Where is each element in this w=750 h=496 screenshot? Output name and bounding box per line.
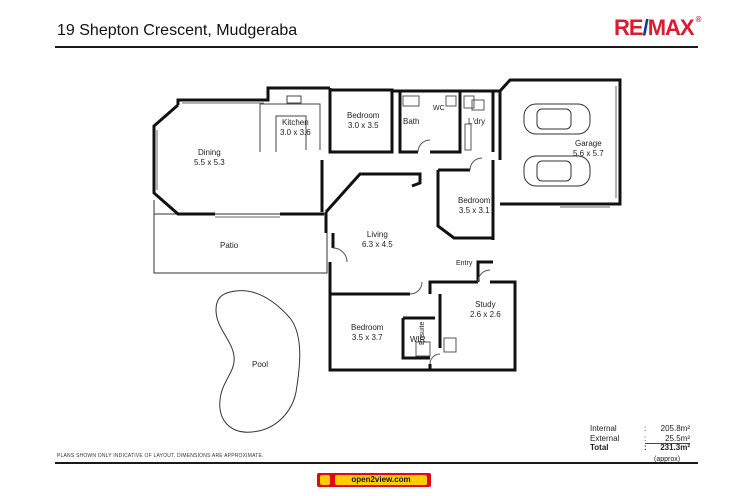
bathroom-fixtures: [402, 95, 485, 357]
room-bedroom-top: Bedroom 3.0 x 3.5: [347, 111, 379, 131]
area-external-value: 25.5m²: [665, 433, 690, 443]
area-external-label: External: [590, 433, 620, 443]
header-divider: [55, 46, 698, 48]
garage-windows: [560, 86, 617, 208]
entry-name: Entry: [456, 260, 473, 267]
remax-logo: RE/MAX®: [614, 15, 702, 41]
area-total-rule: [645, 443, 690, 444]
area-internal-sep: :: [644, 424, 647, 433]
room-patio: Patio: [220, 241, 238, 251]
garage-cars: [523, 103, 591, 187]
room-bedroom-bottom: Bedroom 3.5 x 3.7: [351, 323, 383, 343]
room-pool: Pool: [252, 360, 268, 370]
kitchen-bench: [259, 95, 321, 152]
bedroom-bottom-name: Bedroom: [351, 323, 384, 332]
logo-registered-mark: ®: [695, 15, 702, 24]
dining-windows: [156, 102, 280, 218]
open2view-logo-icon: [320, 475, 330, 485]
laundry-name: L'dry: [468, 117, 486, 126]
garage-name: Garage: [575, 139, 602, 148]
wir-name: WIR: [410, 335, 426, 344]
room-ensuite: Ensuite: [418, 322, 428, 345]
living-name: Living: [366, 230, 388, 239]
wc-name: WC: [433, 105, 445, 112]
living-dims: 6.3 x 4.5: [362, 240, 393, 249]
header: 19 Shepton Crescent, Mudgeraba RE/MAX®: [0, 0, 750, 48]
patio-outline: [153, 200, 328, 274]
study-dims: 2.6 x 2.6: [470, 310, 501, 319]
pool-name: Pool: [252, 360, 269, 369]
room-bath: Bath: [403, 117, 419, 127]
room-laundry: L'dry: [468, 117, 485, 127]
patio-name: Patio: [220, 241, 239, 250]
door-swings: [332, 139, 491, 365]
bedroom-mid-dims: 3.5 x 3.1: [458, 206, 490, 215]
room-garage: Garage 5.6 x 5.7: [573, 139, 604, 159]
bedroom-mid-name: Bedroom: [458, 196, 491, 205]
property-address: 19 Shepton Crescent, Mudgeraba: [57, 22, 298, 39]
bedroom-top-dims: 3.0 x 3.5: [347, 121, 379, 130]
room-kitchen: Kitchen 3.0 x 3.6: [280, 118, 311, 138]
dining-dims: 5.5 x 5.3: [194, 158, 225, 167]
area-external: External : 25.5m²: [590, 434, 690, 444]
bath-name: Bath: [403, 117, 420, 126]
area-internal: Internal : 205.8m²: [590, 424, 690, 434]
kitchen-name: Kitchen: [282, 118, 309, 127]
logo-max: MAX: [647, 15, 695, 40]
disclaimer-text: PLANS SHOWN ONLY INDICATIVE OF LAYOUT. D…: [57, 453, 264, 459]
area-total: Total : 231.3m²: [590, 443, 690, 453]
study-name: Study: [475, 300, 496, 309]
pool-outline: [215, 290, 301, 433]
room-study: Study 2.6 x 2.6: [470, 300, 501, 320]
area-internal-label: Internal: [590, 424, 617, 433]
room-dining: Dining 5.5 x 5.3: [194, 148, 225, 168]
area-total-value: 231.3m²: [660, 443, 690, 452]
footer-divider: [55, 462, 698, 464]
kitchen-dims: 3.0 x 3.6: [280, 128, 311, 137]
dining-name: Dining: [198, 148, 221, 157]
area-total-sep: :: [644, 443, 647, 452]
room-bedroom-mid: Bedroom 3.5 x 3.1: [458, 196, 490, 216]
room-wir: WIR: [410, 335, 426, 345]
bedroom-bottom-dims: 3.5 x 3.7: [351, 333, 383, 342]
ensuite-name: Ensuite: [419, 321, 426, 345]
room-wc: WC: [433, 104, 445, 114]
bedroom-top-name: Bedroom: [347, 111, 380, 120]
room-entry: Entry: [456, 259, 472, 269]
logo-re: RE: [614, 15, 644, 40]
area-internal-value: 205.8m²: [660, 424, 690, 433]
open2view-badge[interactable]: open2view.com: [317, 473, 431, 487]
area-total-label: Total: [590, 443, 609, 452]
garage-dims: 5.6 x 5.7: [573, 149, 604, 158]
dining-walls: [152, 86, 330, 216]
logo-slash: /: [642, 15, 649, 40]
area-summary: Internal : 205.8m² External : 25.5m² Tot…: [590, 424, 690, 453]
area-external-sep: :: [644, 433, 647, 443]
open2view-link-text: open2view.com: [335, 475, 427, 485]
house-walls: [320, 78, 622, 372]
room-living: Living 6.3 x 4.5: [362, 230, 393, 250]
area-approx-note: (approx): [654, 456, 681, 463]
